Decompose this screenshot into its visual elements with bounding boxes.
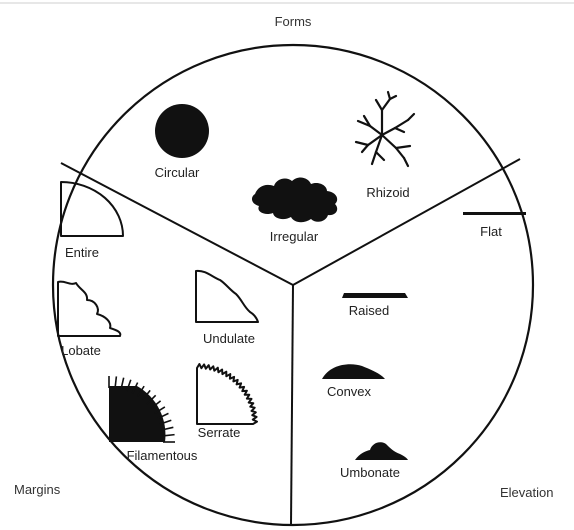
filamentous-margin-icon [108,376,175,443]
entire-label: Entire [65,245,99,260]
serrate-margin-icon [196,363,258,425]
serrate-label: Serrate [198,425,241,440]
flat-label: Flat [480,224,502,239]
lobate-label: Lobate [61,343,101,358]
filamentous-label: Filamentous [127,448,198,463]
divider-margins-elevation [290,284,294,526]
raised-elevation-icon [342,293,408,298]
undulate-margin-icon [195,269,259,323]
circular-colony-icon [155,104,209,158]
rhizoid-colony-icon [354,90,416,168]
section-title-forms: Forms [275,14,312,29]
rhizoid-label: Rhizoid [366,185,409,200]
section-title-margins: Margins [14,482,61,497]
convex-label: Convex [327,384,372,399]
circular-label: Circular [155,165,200,180]
divider-forms-elevation [292,158,521,286]
raised-label: Raised [349,303,389,318]
divider-forms-margins [60,162,294,286]
convex-elevation-icon [322,364,385,379]
irregular-colony-icon [251,177,338,223]
flat-elevation-icon [463,212,526,215]
umbonate-label: Umbonate [340,465,400,480]
lobate-margin-icon [57,280,122,337]
outer-circle [51,43,535,527]
entire-margin-icon [60,181,124,237]
undulate-label: Undulate [203,331,255,346]
section-title-elevation: Elevation [500,485,553,500]
irregular-label: Irregular [270,229,319,244]
umbonate-elevation-icon [355,442,408,460]
